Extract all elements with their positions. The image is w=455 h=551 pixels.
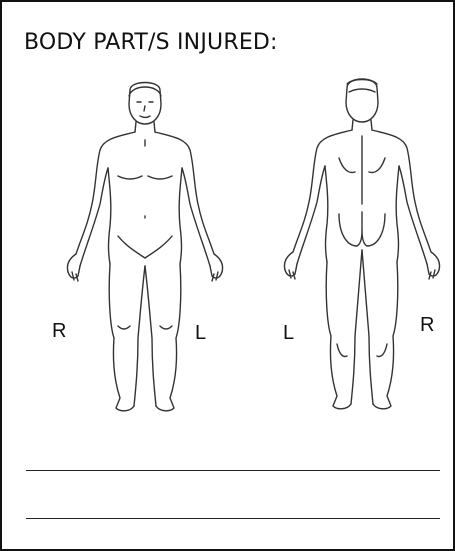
front-figure-left-side-label: L [195,322,206,345]
answer-line-2[interactable] [26,518,440,519]
back-figure-right-side-label: R [420,314,434,337]
body-parts-injured-heading: BODY PART/S INJURED: [24,30,278,55]
front-figure-right-side-label: R [52,320,66,343]
back-body-figure[interactable] [277,74,447,419]
back-body-outline [277,74,447,419]
front-body-figure[interactable] [60,76,230,421]
front-body-outline [60,76,230,421]
back-figure-left-side-label: L [283,322,294,345]
answer-line-1[interactable] [26,470,440,471]
